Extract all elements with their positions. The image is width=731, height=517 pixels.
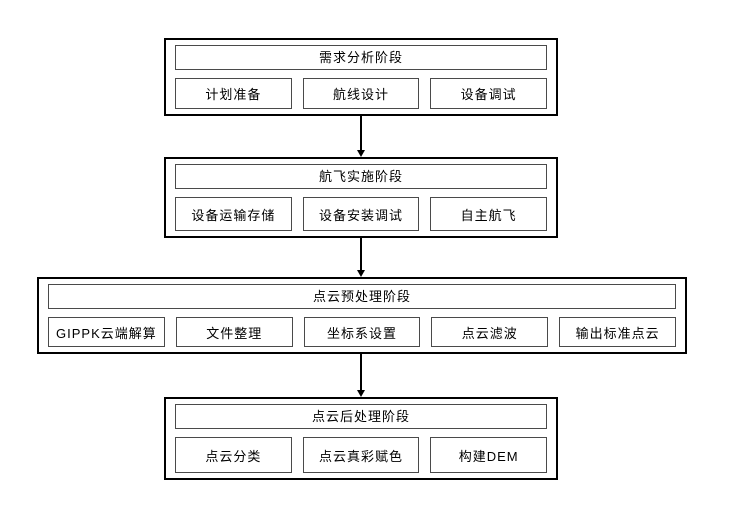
task-box: 构建DEM	[430, 437, 548, 473]
flow-arrow-down	[360, 354, 362, 390]
stage-tasks-row: GIPPK云端解算 文件整理 坐标系设置 点云滤波 输出标准点云	[48, 317, 676, 347]
stage-tasks-row: 点云分类 点云真彩赋色 构建DEM	[175, 437, 548, 473]
task-box: 点云分类	[175, 437, 292, 473]
task-box: 坐标系设置	[303, 317, 421, 347]
task-box: 自主航飞	[430, 197, 548, 231]
task-box: 航线设计	[302, 78, 420, 109]
task-box: GIPPK云端解算	[48, 317, 165, 347]
stage-title: 点云后处理阶段	[175, 404, 547, 429]
stage-flight-implementation: 航飞实施阶段 设备运输存储 设备安装调试 自主航飞	[164, 157, 558, 238]
stage-title: 需求分析阶段	[175, 45, 547, 70]
stage-tasks-row: 计划准备 航线设计 设备调试	[175, 78, 548, 109]
task-box: 设备安装调试	[302, 197, 420, 231]
task-box: 文件整理	[175, 317, 293, 347]
task-box: 点云真彩赋色	[302, 437, 420, 473]
task-box: 设备调试	[430, 78, 548, 109]
task-box: 输出标准点云	[559, 317, 676, 347]
stage-title: 航飞实施阶段	[175, 164, 547, 189]
task-box: 设备运输存储	[175, 197, 292, 231]
stage-title: 点云预处理阶段	[48, 284, 676, 309]
stage-requirements-analysis: 需求分析阶段 计划准备 航线设计 设备调试	[164, 38, 558, 116]
stage-pointcloud-postprocessing: 点云后处理阶段 点云分类 点云真彩赋色 构建DEM	[164, 397, 558, 480]
stage-tasks-row: 设备运输存储 设备安装调试 自主航飞	[175, 197, 548, 231]
task-box: 点云滤波	[431, 317, 549, 347]
task-box: 计划准备	[175, 78, 292, 109]
stage-pointcloud-preprocessing: 点云预处理阶段 GIPPK云端解算 文件整理 坐标系设置 点云滤波 输出标准点云	[37, 277, 687, 354]
flow-arrow-down	[360, 116, 362, 150]
flow-arrow-down	[360, 238, 362, 270]
